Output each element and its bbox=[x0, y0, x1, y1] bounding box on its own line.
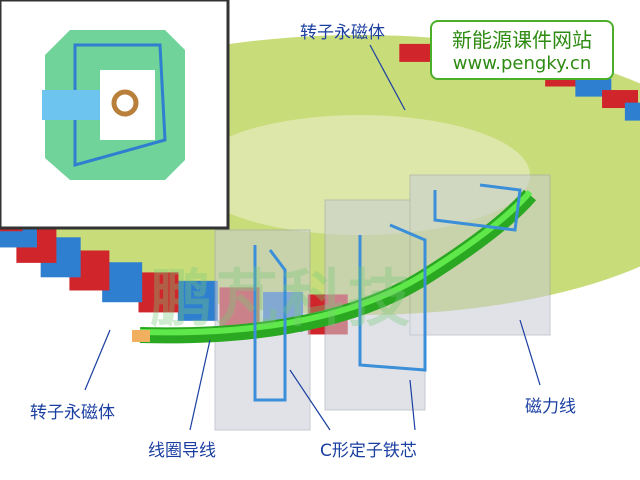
label-leaders bbox=[84, 44, 541, 431]
label-rotor-magnet-bottom: 转子永磁体 bbox=[30, 403, 115, 423]
watermark: 鹏芃科技 bbox=[150, 262, 415, 335]
site-title: 新能源课件网站 bbox=[452, 28, 592, 52]
site-badge: 新能源课件网站 www.pengky.cn bbox=[430, 20, 614, 80]
wire-end bbox=[132, 330, 150, 342]
site-url[interactable]: www.pengky.cn bbox=[452, 53, 592, 74]
label-c-stator-core: C形定子铁芯 bbox=[320, 441, 417, 461]
flux-lines bbox=[253, 183, 522, 402]
label-rotor-magnet-top: 转子永磁体 bbox=[300, 23, 385, 43]
label-flux-lines: 磁力线 bbox=[525, 397, 576, 417]
magnet bbox=[177, 280, 218, 321]
magnet bbox=[624, 102, 640, 121]
cross-section-inset bbox=[0, 0, 230, 230]
magnet bbox=[399, 43, 436, 62]
label-coil-wire: 线圈导线 bbox=[148, 441, 216, 461]
magnet bbox=[138, 272, 179, 313]
